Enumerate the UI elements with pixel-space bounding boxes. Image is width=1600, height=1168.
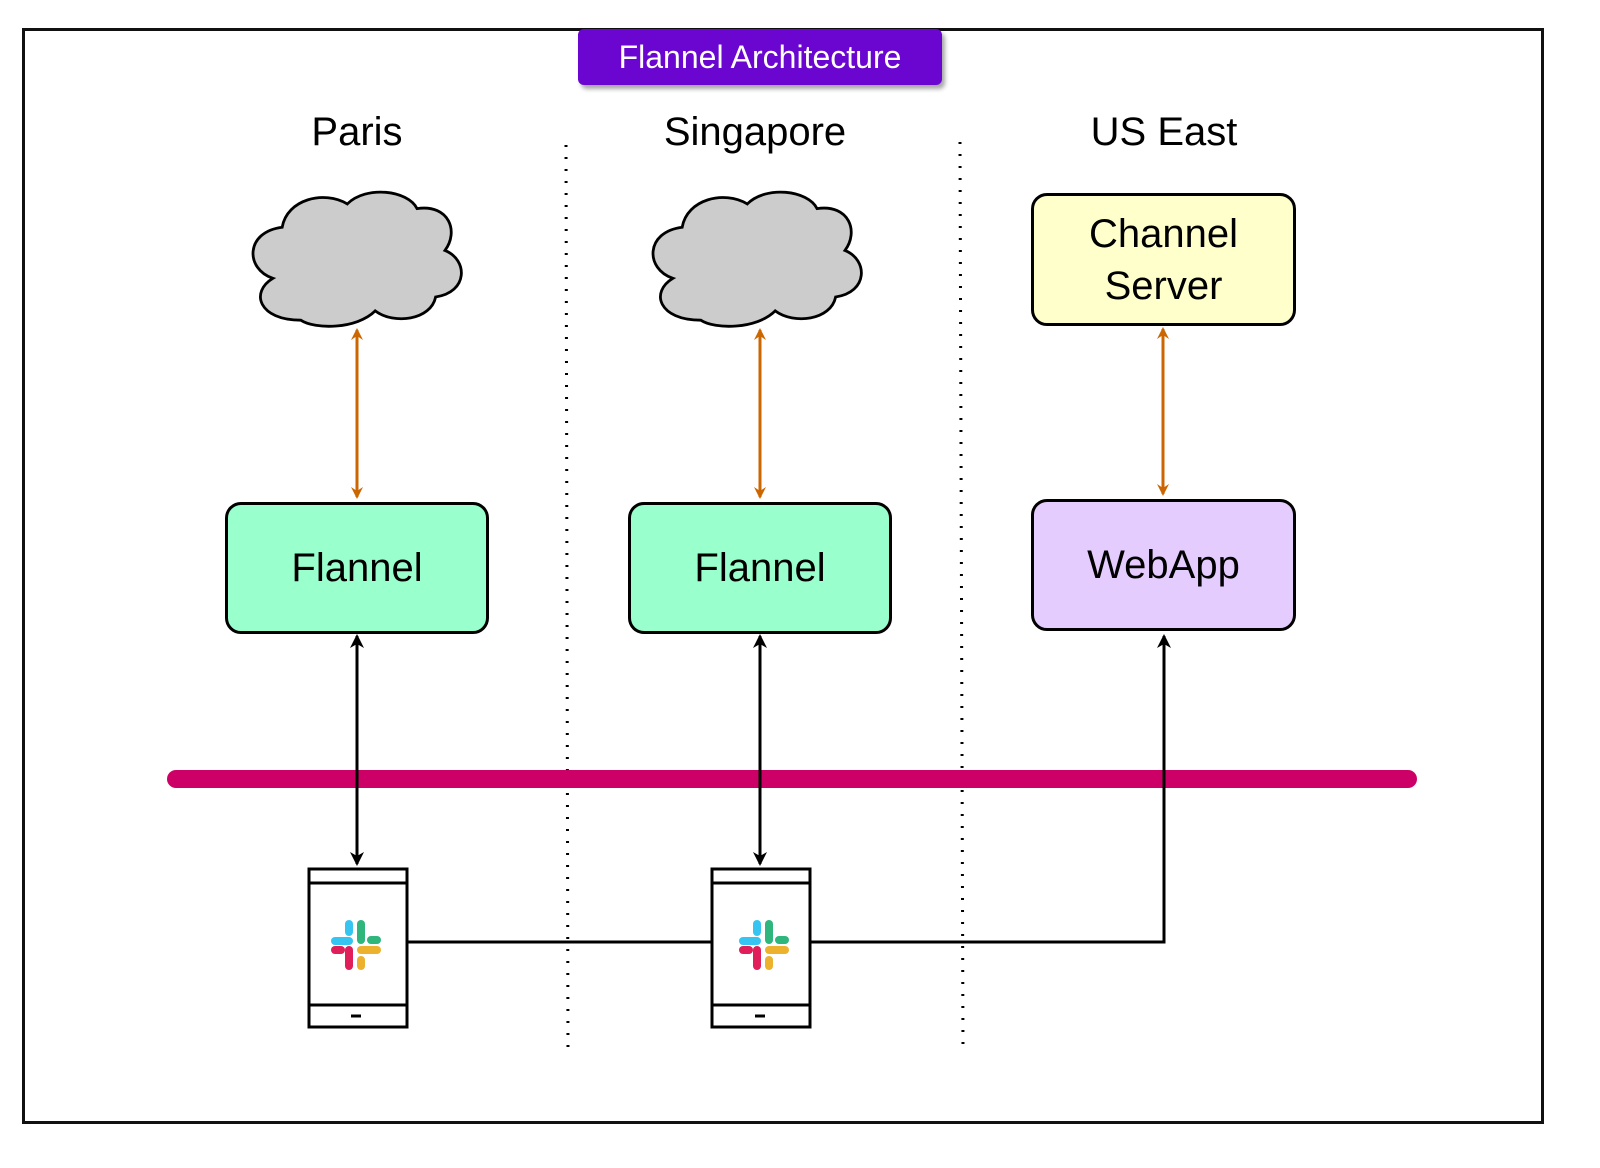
link-phone-webapp	[810, 634, 1171, 944]
webapp-node-label: WebApp	[1087, 543, 1240, 587]
diagram-title: Flannel Architecture	[578, 29, 942, 85]
channel-server-label-line1: Channel	[1088, 211, 1238, 256]
cloud-icon	[651, 190, 863, 328]
divider-left	[564, 144, 570, 1056]
region-label-us-east: US East	[1090, 110, 1238, 154]
phone-icon	[307, 867, 409, 1029]
divider-right	[958, 141, 965, 1053]
phone-icon	[710, 867, 812, 1029]
channel-server-node: Channel Server	[1031, 193, 1296, 326]
flannel-node-singapore: Flannel	[628, 502, 892, 634]
region-label-paris: Paris	[311, 110, 403, 154]
flannel-node-label: Flannel	[694, 546, 826, 590]
flannel-node-label: Flannel	[291, 546, 423, 590]
flannel-node-paris: Flannel	[225, 502, 489, 634]
region-label-singapore: Singapore	[663, 110, 847, 154]
channel-server-label-line2: Server	[1104, 263, 1223, 308]
webapp-node: WebApp	[1031, 499, 1296, 631]
cloud-icon	[251, 190, 463, 328]
